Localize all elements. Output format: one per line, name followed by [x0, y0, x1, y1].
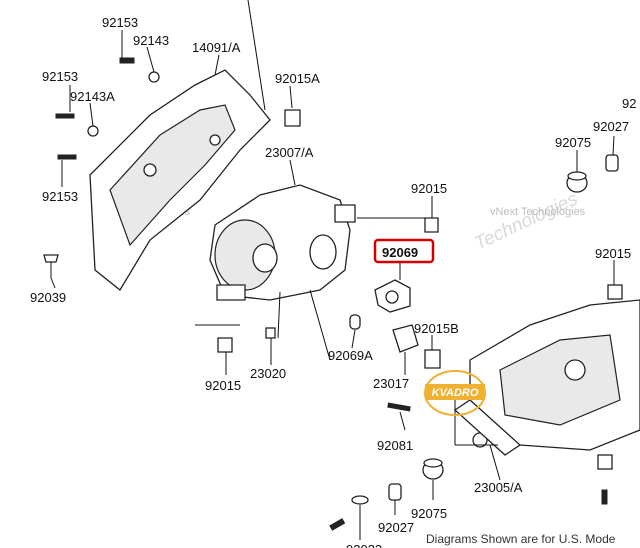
bracket-23005: [453, 299, 640, 456]
bulb-92069: [374, 279, 411, 313]
label-92015-b: 92015: [205, 378, 241, 393]
label-23017: 23017: [373, 376, 409, 391]
leader-lines: [50, 0, 615, 540]
label-92027-bottom: 92027: [378, 520, 414, 535]
label-92015A: 92015A: [275, 71, 320, 86]
label-23020: 23020: [250, 366, 286, 381]
socket-23017: [392, 324, 419, 353]
label-92143: 92143: [133, 33, 169, 48]
kvadro-logo: KVADRO: [424, 370, 486, 416]
watermark-text-right: Technologies: [471, 188, 581, 254]
right-hardware: [329, 154, 619, 531]
label-23007: 23007/A: [265, 145, 314, 160]
highlight-92069-box: [373, 238, 435, 264]
label-92069A: 92069A: [328, 348, 373, 363]
headlight-housing: [209, 184, 356, 301]
label-92015B: 92015B: [414, 321, 459, 336]
watermark-text-right-small: vNext Technologies: [490, 206, 586, 218]
label-92-bottom: 92033: [346, 542, 382, 548]
part-labels: 92153 92143 14091/A 92153 92143A 92015A …: [30, 15, 636, 548]
label-92075-bottom: 92075: [411, 506, 447, 521]
label-92081: 92081: [377, 438, 413, 453]
diagram-footer-note: Diagrams Shown are for U.S. Mode: [426, 532, 616, 546]
label-92153-left: 92153: [42, 69, 78, 84]
label-23005: 23005/A: [474, 480, 523, 495]
label-92069: 92069: [382, 245, 418, 260]
label-92-right: 92: [622, 96, 636, 111]
label-92015-right: 92015: [595, 246, 631, 261]
label-92153-mid: 92153: [42, 189, 78, 204]
label-92039: 92039: [30, 290, 66, 305]
label-14091: 14091/A: [192, 40, 241, 55]
label-92015-a: 92015: [411, 181, 447, 196]
cover-assembly: [43, 57, 301, 291]
small-clips: [217, 217, 623, 353]
bulb-92069A: [349, 314, 361, 330]
label-92027-right: 92027: [593, 119, 629, 134]
label-92075-right: 92075: [555, 135, 591, 150]
label-92143A: 92143A: [70, 89, 115, 104]
label-92153-top: 92153: [102, 15, 138, 30]
logo-text: KVADRO: [432, 387, 479, 399]
